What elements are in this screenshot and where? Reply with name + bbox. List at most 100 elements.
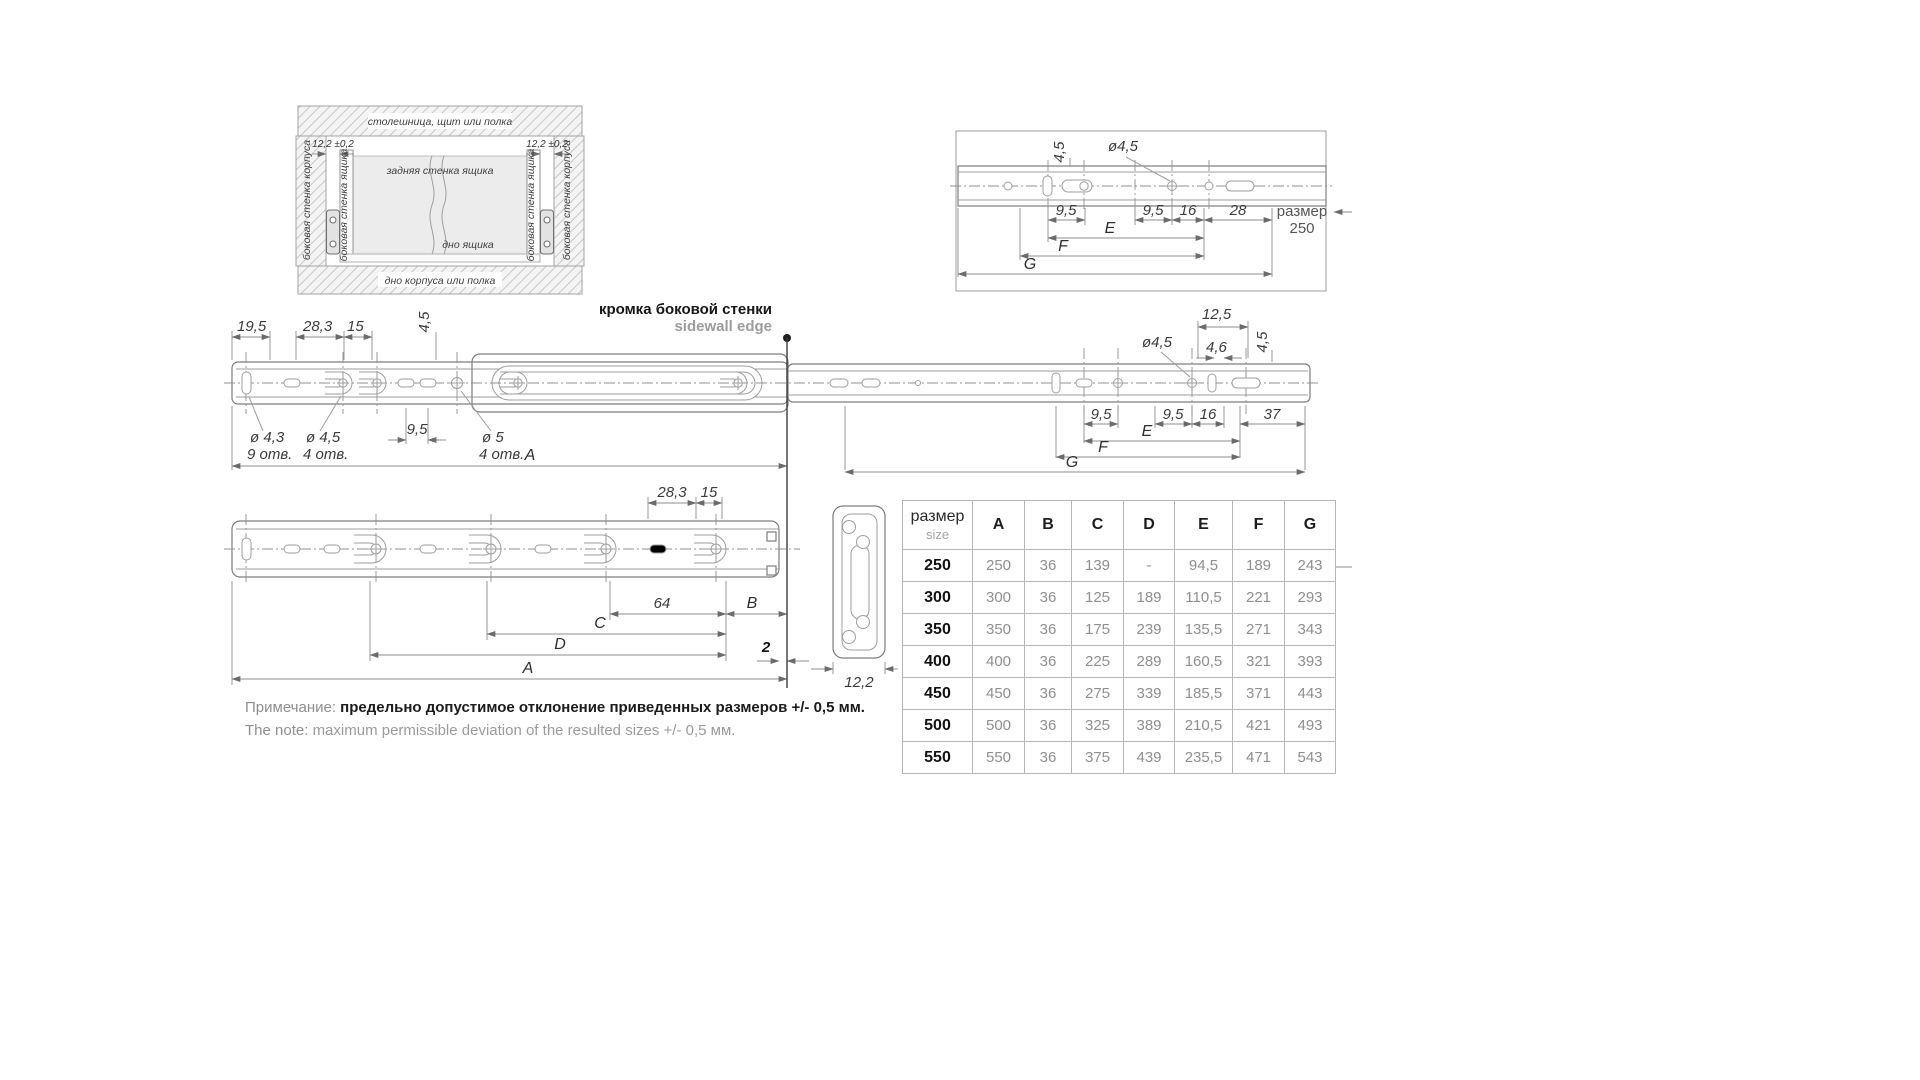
table-cell: 543 [1284, 741, 1336, 774]
detail-dim-4-5: 4,5 [1051, 141, 1068, 163]
detail-dim-28: 28 [1229, 202, 1247, 219]
mainR-dim-G: G [1066, 454, 1078, 471]
detail-dim-E: E [1105, 220, 1116, 237]
table-cell-size: 400 [902, 645, 973, 678]
detail-size-value: 250 [1289, 220, 1314, 237]
table-cell: 375 [1071, 741, 1124, 774]
table-cell: 393 [1284, 645, 1336, 678]
install-dim-right: 12,2 ±0,2 [526, 139, 568, 150]
table-header-size-ru: размер [910, 508, 965, 525]
table-cell: 185,5 [1174, 677, 1233, 710]
mainR-dim-4-5: 4,5 [1254, 331, 1271, 353]
drawer-member-view: 28,3 15 64 B C D A 2 [224, 484, 809, 685]
table-cell: 293 [1284, 581, 1336, 614]
mainR-dim-F: F [1098, 439, 1109, 456]
table-header-col-A: A [972, 500, 1025, 550]
note-label-ru: Примечание: [245, 699, 336, 716]
table-header-col-D: D [1123, 500, 1175, 550]
mainR-dim-37: 37 [1264, 406, 1281, 423]
install-back-wall-label: задняя стенка ящика [386, 165, 494, 177]
lower-dim-D: D [554, 636, 566, 653]
section-dim-12-2: 12,2 [844, 674, 874, 691]
install-body-side-left-label: боковая стенка корпуса [301, 140, 313, 260]
table-cell: 210,5 [1174, 709, 1233, 742]
table-header-col-E: E [1174, 500, 1233, 550]
detail-dim-9-5a: 9,5 [1056, 202, 1078, 219]
lower-dim-A: A [522, 660, 534, 677]
table-row: 550 550 36 375 439 235,5 471 543 [902, 741, 1336, 774]
table-cell: 300 [972, 581, 1025, 614]
sidewall-edge-line [783, 334, 791, 688]
main-dim-A: A [524, 447, 536, 464]
table-row: 400 400 36 225 289 160,5 321 393 [902, 645, 1336, 678]
table-cell: 36 [1024, 645, 1072, 678]
table-header-size: размер size [902, 500, 973, 550]
table-cell-size: 450 [902, 677, 973, 710]
lower-dim-28-3: 28,3 [656, 484, 687, 501]
main-dia-4-5: ø 4,5 [306, 429, 341, 446]
table-header-row: размер size A B C D E F G [902, 500, 1336, 550]
table-cell: 321 [1232, 645, 1285, 678]
table-cell: 189 [1123, 581, 1175, 614]
table-cell-size: 500 [902, 709, 973, 742]
sidewall-edge: кромка боковой стенки sidewall edge [599, 301, 772, 335]
table-cell: 94,5 [1174, 549, 1233, 582]
table-cell: 36 [1024, 741, 1072, 774]
detail-size-word: размер [1277, 203, 1327, 220]
table-cell: 243 [1284, 549, 1336, 582]
main-dim-15: 15 [347, 318, 364, 335]
table-cell: 400 [972, 645, 1025, 678]
main-holes-9: 9 отв. [247, 446, 292, 463]
table-cell: 235,5 [1174, 741, 1233, 774]
mainR-dim-4-6: 4,6 [1206, 339, 1228, 356]
table-cell: 471 [1232, 741, 1285, 774]
lower-dim-C: C [594, 615, 606, 632]
table-cell: 225 [1071, 645, 1124, 678]
table-cell: 36 [1024, 581, 1072, 614]
table-cell-size: 550 [902, 741, 973, 774]
table-cell: 175 [1071, 613, 1124, 646]
install-body-bottom-label: дно корпуса или полка [385, 275, 496, 287]
slide-cross-section: 12,2 [811, 505, 898, 691]
main-dia-5: ø 5 [482, 429, 504, 446]
detail-dim-F: F [1058, 238, 1069, 255]
table-cell-size: 300 [902, 581, 973, 614]
table-row: 500 500 36 325 389 210,5 421 493 [902, 709, 1336, 742]
table-cell: 439 [1123, 741, 1175, 774]
table-cell: 110,5 [1174, 581, 1233, 614]
table-cell: 275 [1071, 677, 1124, 710]
table-cell: 36 [1024, 677, 1072, 710]
table-header-size-en: size [925, 527, 950, 542]
table-cell: 343 [1284, 613, 1336, 646]
table-cell: 139 [1071, 549, 1124, 582]
install-dim-left: 12,2 ±0,2 [312, 139, 354, 150]
main-dim-4-5: 4,5 [416, 311, 433, 333]
note-text-ru: предельно допустимое отклонение приведен… [340, 699, 865, 716]
table-cell: 250 [972, 549, 1025, 582]
note-text-en: maximum permissible deviation of the res… [312, 722, 736, 739]
table-cell: 160,5 [1174, 645, 1233, 678]
table-cell: 221 [1232, 581, 1285, 614]
table-cell: 125 [1071, 581, 1124, 614]
mainR-dim-9-5a: 9,5 [1091, 406, 1113, 423]
table-cell: 493 [1284, 709, 1336, 742]
lower-dim-B: B [747, 595, 758, 612]
table-cell: 550 [972, 741, 1025, 774]
table-cell: 389 [1123, 709, 1175, 742]
table-cell: 36 [1024, 549, 1072, 582]
main-dia-4-3: ø 4,3 [250, 429, 285, 446]
lower-dim-2: 2 [761, 639, 771, 656]
detail-dim-G: G [1024, 256, 1036, 273]
install-top-label: столешница, щит или полка [368, 116, 513, 128]
table-cell: 135,5 [1174, 613, 1233, 646]
install-drawer-side-right-label: боковая стенка ящика [525, 149, 537, 262]
table-cell: 339 [1123, 677, 1175, 710]
hole-pattern-detail: 4,5 ø4,5 9,5 9,5 16 28 E F G размер 250 [950, 130, 1352, 292]
table-cell: 189 [1232, 549, 1285, 582]
table-row: 250 250 36 139 - 94,5 189 243 [902, 549, 1336, 582]
slide-cross-section-left [326, 209, 340, 255]
install-drawer-side-left-label: боковая стенка ящика [338, 149, 350, 262]
table-header-col-C: C [1071, 500, 1124, 550]
